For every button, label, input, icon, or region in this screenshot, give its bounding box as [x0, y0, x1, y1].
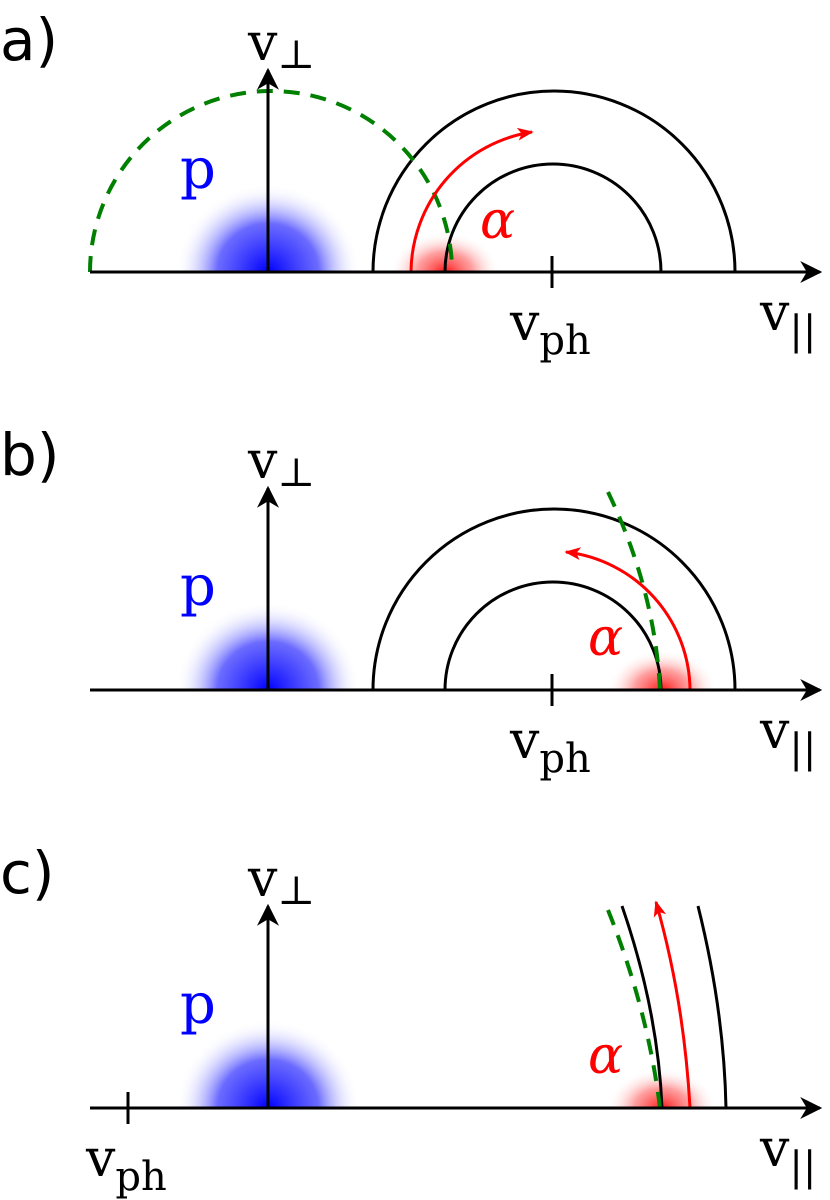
alpha-diffusion-arrow	[653, 900, 692, 1109]
inner-contour	[620, 905, 664, 1109]
proton-label: p	[180, 972, 216, 1037]
v-par-label: v||	[759, 701, 816, 772]
alpha-label: α	[480, 191, 515, 251]
v-ph-label: vph	[509, 711, 591, 782]
proton-label: p	[180, 554, 216, 619]
inner-semicircle	[443, 580, 663, 691]
alpha-label: α	[588, 608, 623, 668]
outer-semicircle	[371, 89, 737, 273]
panel-c: c) v⊥ v|| vph p α	[0, 839, 823, 1200]
v-perp-label: v⊥	[247, 849, 315, 914]
v-ph-label: vph	[509, 293, 591, 364]
panel-label-c: c)	[0, 839, 55, 907]
panel-b: b) v⊥ v|| vph p α	[0, 421, 823, 790]
outer-contour	[696, 905, 728, 1109]
proton-label: p	[180, 137, 216, 202]
panel-label-a: a)	[0, 6, 58, 74]
v-perp-label: v⊥	[247, 431, 315, 496]
panel-label-b: b)	[0, 421, 59, 489]
v-ph-label: vph	[85, 1129, 167, 1200]
panel-a: a) v⊥ v|| vph p α	[0, 6, 823, 372]
v-perp-label: v⊥	[247, 13, 315, 78]
alpha-label: α	[588, 1026, 623, 1086]
outer-semicircle	[371, 507, 737, 691]
inner-semicircle	[443, 162, 663, 273]
alpha-diffusion-arrow	[564, 547, 692, 691]
alpha-diffusion-arrow	[409, 127, 534, 273]
resonance-curve	[88, 89, 454, 273]
v-par-label: v||	[759, 1119, 816, 1190]
v-par-label: v||	[759, 283, 816, 354]
